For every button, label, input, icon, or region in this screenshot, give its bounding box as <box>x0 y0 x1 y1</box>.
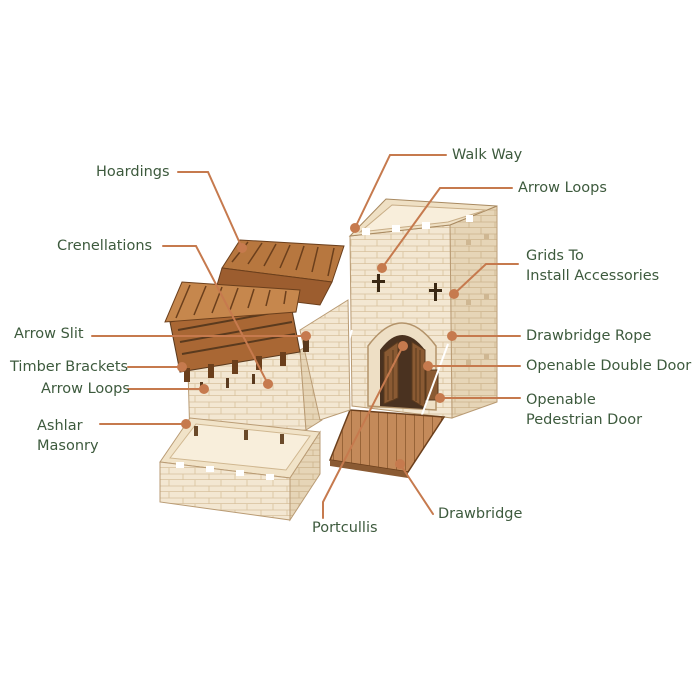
label-portcullis: Portcullis <box>312 520 378 536</box>
courtyard-box <box>159 417 321 522</box>
label-openable-double-door: Openable Double Door <box>526 358 692 374</box>
leader-walk-way <box>354 154 447 229</box>
label-timber-brackets: Timber Brackets <box>10 359 129 375</box>
double-door-left <box>383 341 399 405</box>
dot-grids <box>449 289 459 299</box>
dot-openable-double-door <box>423 361 433 371</box>
leader-arrow-loops-right <box>381 187 513 269</box>
label-arrow-loops-right: Arrow Loops <box>518 180 607 196</box>
tower-side-face <box>449 205 498 419</box>
leader-drawbridge <box>399 463 434 515</box>
leader-crenellations <box>162 245 269 385</box>
tower-arrow-loop-left <box>372 274 385 292</box>
label-crenellations: Crenellations <box>57 238 153 254</box>
dot-arrow-loops-left <box>199 384 209 394</box>
dot-arrow-slit <box>301 331 311 341</box>
double-door-right <box>411 341 426 409</box>
leader-dots <box>177 223 459 469</box>
dot-timber-brackets <box>177 362 187 372</box>
label-openable-ped-line1: Openable <box>526 392 596 408</box>
dot-drawbridge <box>395 459 405 469</box>
label-drawbridge-rope: Drawbridge Rope <box>526 328 652 344</box>
dot-arrow-loops-right <box>377 263 387 273</box>
label-arrow-slit: Arrow Slit <box>14 326 84 342</box>
label-hoardings: Hoardings <box>96 164 170 180</box>
dot-walk-way <box>350 223 360 233</box>
label-ashlar-line1: Ashlar <box>37 418 83 434</box>
dot-portcullis <box>398 341 408 351</box>
drawbridge-deck <box>328 409 446 478</box>
leader-lines <box>91 154 521 519</box>
dot-ashlar <box>181 419 191 429</box>
tower-arrow-loop-right <box>429 283 442 301</box>
leader-portcullis <box>322 345 404 519</box>
dot-drawbridge-rope <box>447 331 457 341</box>
dot-crenellations <box>263 379 273 389</box>
front-hoarding <box>164 281 351 441</box>
leader-grids <box>453 263 519 295</box>
leader-hoardings <box>177 171 243 249</box>
dot-openable-ped-door <box>435 393 445 403</box>
hoardings-roof <box>214 239 345 306</box>
label-arrow-loops-left: Arrow Loops <box>41 381 130 397</box>
label-grids-line2: Install Accessories <box>526 268 660 284</box>
label-ashlar-line2: Masonry <box>37 438 99 454</box>
dot-hoardings <box>237 243 247 253</box>
label-grids-line1: Grids To <box>526 248 584 264</box>
label-openable-ped-line2: Pedestrian Door <box>526 412 643 428</box>
label-drawbridge: Drawbridge <box>438 506 523 522</box>
label-walk-way: Walk Way <box>452 147 523 163</box>
